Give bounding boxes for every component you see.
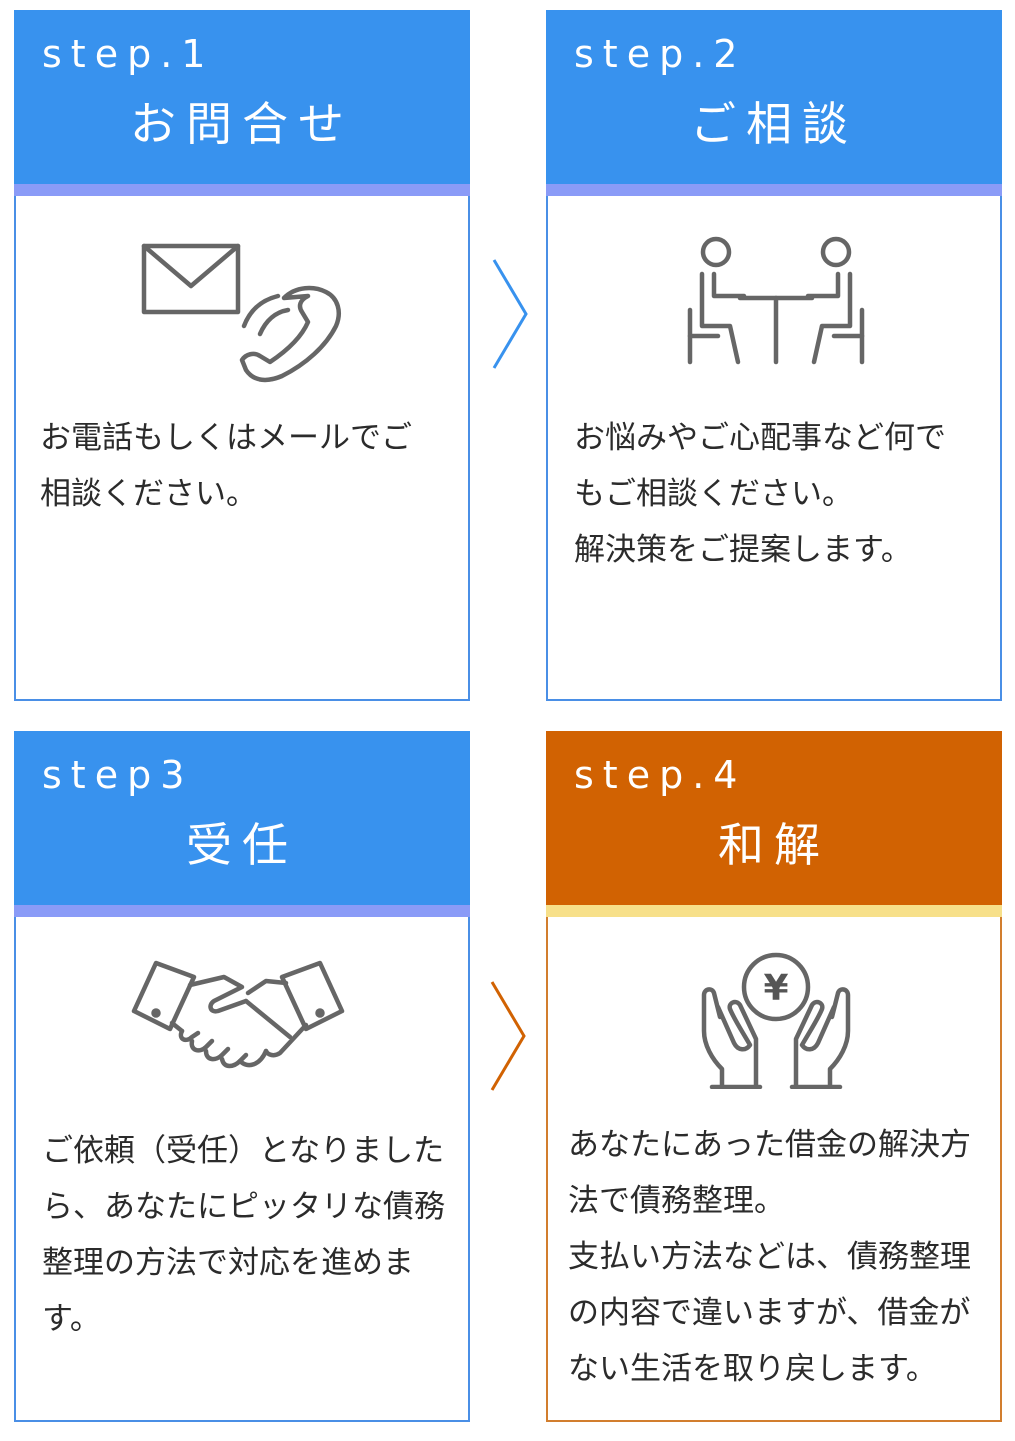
accent-bar bbox=[546, 905, 1002, 917]
step-number: step.2 bbox=[574, 32, 747, 76]
step-title: ご相談 bbox=[690, 97, 858, 151]
step-title: 受任 bbox=[186, 818, 298, 872]
step-description: あなたにあった借金の解決方 法で債務整理。 支払い方法などは、債務整理 の内容で… bbox=[568, 1127, 971, 1387]
step-title: お問合せ bbox=[130, 97, 354, 151]
mail-phone-icon bbox=[141, 243, 341, 383]
step-header-2: step.2 ご相談 bbox=[546, 10, 1002, 184]
step-body-4: ¥ あなたにあった借金の解決方 法で債務整理。 支払い方法などは、債務整理 の内… bbox=[546, 917, 1002, 1422]
accent-bar bbox=[14, 905, 470, 917]
step-body-3: ご依頼（受任）となりました ら、あなたにピッタリな債務 整理の方法で対応を進めま… bbox=[14, 917, 470, 1422]
step-title: 和解 bbox=[718, 818, 830, 872]
step-number: step.1 bbox=[42, 32, 215, 76]
step-card-1: step.1 お問合せ お電話もしくはメールでご 相談ください。 bbox=[14, 10, 470, 701]
step-body-2: お悩みやご心配事など何で もご相談ください。 解決策をご提案します。 bbox=[546, 196, 1002, 701]
handshake-icon bbox=[131, 960, 345, 1069]
step-description: ご依頼（受任）となりました ら、あなたにピッタリな債務 整理の方法で対応を進めま… bbox=[42, 1133, 445, 1337]
yen-symbol: ¥ bbox=[763, 968, 788, 1009]
step-header-3: step3 受任 bbox=[14, 731, 470, 905]
accent-bar bbox=[14, 184, 470, 196]
accent-bar bbox=[546, 184, 1002, 196]
step-card-4: step.4 和解 ¥ あなたにあった借金の解決方 法で債務整理。 支払い方法な… bbox=[546, 731, 1002, 1422]
step-body-1: お電話もしくはメールでご 相談ください。 bbox=[14, 196, 470, 701]
step-header-1: step.1 お問合せ bbox=[14, 10, 470, 184]
consultation-icon bbox=[687, 236, 865, 365]
step-number: step.4 bbox=[574, 753, 747, 797]
step-card-3: step3 受任 ご依頼（受任）となりました ら、あなたにピッタリ bbox=[14, 731, 470, 1422]
chevron-right-icon bbox=[490, 981, 526, 1091]
step-card-2: step.2 ご相談 お悩みやご心配事など何で もご相談ください。 解決策をご提… bbox=[546, 10, 1002, 701]
step-description: お電話もしくはメールでご 相談ください。 bbox=[40, 420, 412, 512]
step-description: お悩みやご心配事など何で もご相談ください。 解決策をご提案します。 bbox=[574, 420, 946, 568]
step-number: step3 bbox=[42, 753, 194, 797]
step-header-4: step.4 和解 bbox=[546, 731, 1002, 905]
chevron-right-icon bbox=[492, 259, 528, 369]
yen-hands-icon: ¥ bbox=[701, 952, 851, 1089]
